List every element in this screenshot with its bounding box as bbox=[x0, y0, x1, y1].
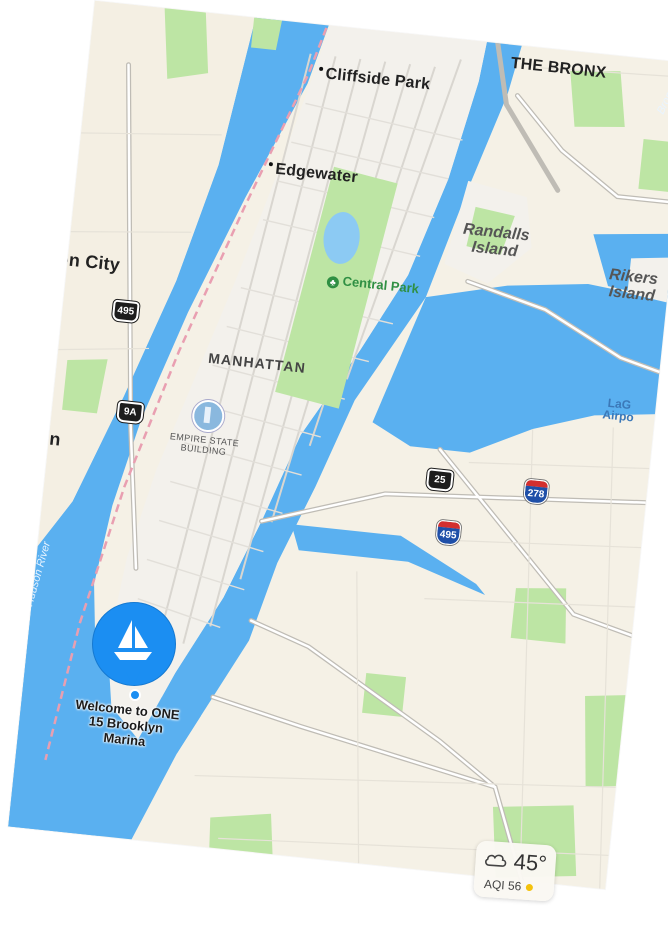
label-hoboken: ken bbox=[28, 426, 62, 450]
sailboat-icon bbox=[114, 620, 152, 660]
pin-tip bbox=[126, 672, 140, 686]
park-icon: ♣ bbox=[326, 275, 340, 289]
label-randalls-island: Randalls Island bbox=[462, 220, 531, 261]
marina-pin[interactable] bbox=[92, 602, 176, 701]
weather-widget[interactable]: 45° AQI 56 bbox=[473, 840, 557, 902]
aqi-value: AQI 56 bbox=[483, 876, 522, 894]
weather-temp-row: 45° bbox=[483, 847, 548, 877]
map-canvas[interactable]: Cliffside Park Edgewater THE BRONX Randa… bbox=[8, 0, 668, 890]
route-9a-shield: 9A bbox=[116, 400, 145, 425]
label-rikers-island: Rikers Island bbox=[607, 266, 659, 305]
label-laguardia: LaG Airpo bbox=[601, 395, 635, 425]
interstate-495-shield: 495 bbox=[435, 519, 462, 546]
temperature: 45° bbox=[512, 848, 548, 877]
interstate-278-shield: 278 bbox=[522, 478, 550, 505]
aqi-row: AQI 56 bbox=[484, 877, 534, 894]
interstate-278-number: 278 bbox=[524, 485, 548, 504]
map-base-layer bbox=[8, 0, 668, 890]
cloud-icon bbox=[485, 854, 507, 867]
pin-location-dot bbox=[129, 689, 141, 701]
route-495-shield: 495 bbox=[111, 299, 140, 324]
aqi-indicator-dot bbox=[525, 884, 534, 892]
route-25-shield: 25 bbox=[425, 468, 454, 492]
interstate-495-number: 495 bbox=[436, 526, 460, 545]
